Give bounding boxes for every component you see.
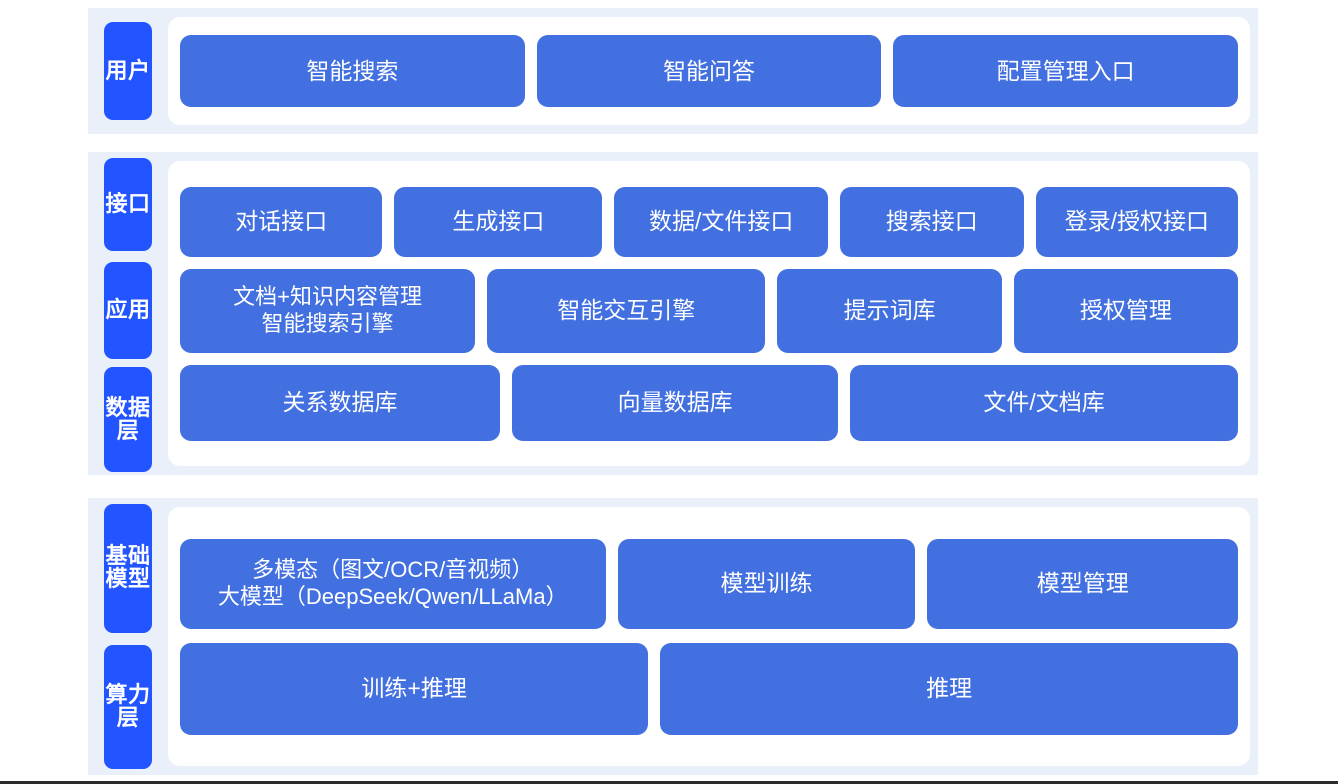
box-search-api[interactable]: 搜索接口 bbox=[839, 186, 1024, 257]
box-doc-knowledge-management[interactable]: 文档+知识内容管理 智能搜索引擎 bbox=[180, 268, 476, 353]
tab-slot-data-layer: 数据层 bbox=[88, 364, 168, 475]
slide-bottom-edge bbox=[0, 781, 1338, 784]
box-vector-database[interactable]: 向量数据库 bbox=[512, 364, 839, 441]
row-interface: 对话接口 生成接口 数据/文件接口 搜索接口 登录/授权接口 bbox=[180, 186, 1238, 257]
content-card-base: 多模态（图文/OCR/音视频） 大模型（DeepSeek/Qwen/LLaMa）… bbox=[168, 507, 1250, 766]
row-foundation-model: 多模态（图文/OCR/音视频） 大模型（DeepSeek/Qwen/LLaMa）… bbox=[180, 538, 1239, 629]
layer-tab-user[interactable]: 用户 bbox=[104, 22, 152, 120]
panel-user: 用户 智能搜索 智能问答 配置管理入口 bbox=[88, 8, 1258, 134]
panel-base: 基础模型 算力层 多模态（图文/OCR/音视频） 大模型（DeepSeek/Qw… bbox=[88, 498, 1258, 775]
panel-middle: 接口 应用 数据层 对话接口 生成接口 数据/文件接口 搜索接口 登录/授权接口… bbox=[88, 152, 1258, 475]
box-dialog-api[interactable]: 对话接口 bbox=[180, 186, 383, 257]
row-user: 智能搜索 智能问答 配置管理入口 bbox=[176, 35, 1242, 107]
box-model-training[interactable]: 模型训练 bbox=[617, 538, 916, 629]
content-card-middle: 对话接口 生成接口 数据/文件接口 搜索接口 登录/授权接口 文档+知识内容管理… bbox=[168, 161, 1250, 466]
row-application: 文档+知识内容管理 智能搜索引擎 智能交互引擎 提示词库 授权管理 bbox=[180, 268, 1238, 353]
box-file-document-store[interactable]: 文件/文档库 bbox=[850, 364, 1239, 441]
tab-column-middle: 接口 应用 数据层 bbox=[88, 152, 168, 475]
tab-column-base: 基础模型 算力层 bbox=[88, 498, 168, 775]
tab-column-user: 用户 bbox=[88, 8, 168, 134]
box-model-management[interactable]: 模型管理 bbox=[927, 538, 1239, 629]
box-login-auth-api[interactable]: 登录/授权接口 bbox=[1035, 186, 1238, 257]
box-smart-interaction-engine[interactable]: 智能交互引擎 bbox=[487, 268, 766, 353]
box-smart-qa[interactable]: 智能问答 bbox=[536, 35, 882, 107]
layer-tab-data[interactable]: 数据层 bbox=[104, 367, 152, 472]
row-data-layer: 关系数据库 向量数据库 文件/文档库 bbox=[180, 364, 1239, 441]
box-multimodal-large-model[interactable]: 多模态（图文/OCR/音视频） 大模型（DeepSeek/Qwen/LLaMa） bbox=[180, 538, 606, 629]
box-training-inference[interactable]: 训练+推理 bbox=[180, 642, 649, 735]
tab-slot-user: 用户 bbox=[88, 8, 168, 134]
box-config-management-entry[interactable]: 配置管理入口 bbox=[893, 35, 1239, 107]
box-inference[interactable]: 推理 bbox=[660, 642, 1238, 735]
layer-tab-application[interactable]: 应用 bbox=[104, 261, 152, 359]
content-card-user: 智能搜索 智能问答 配置管理入口 bbox=[168, 17, 1250, 125]
layer-tab-interface[interactable]: 接口 bbox=[104, 157, 152, 251]
layer-tab-compute[interactable]: 算力层 bbox=[104, 644, 152, 769]
box-authorization-management[interactable]: 授权管理 bbox=[1013, 268, 1238, 353]
row-compute-layer: 训练+推理 推理 bbox=[180, 642, 1238, 735]
box-data-file-api[interactable]: 数据/文件接口 bbox=[614, 186, 828, 257]
box-generation-api[interactable]: 生成接口 bbox=[394, 186, 603, 257]
box-relational-database[interactable]: 关系数据库 bbox=[180, 364, 501, 441]
tab-slot-application: 应用 bbox=[88, 256, 168, 364]
tab-slot-compute-layer: 算力层 bbox=[88, 638, 168, 775]
row-stack-middle: 对话接口 生成接口 数据/文件接口 搜索接口 登录/授权接口 文档+知识内容管理… bbox=[176, 183, 1242, 445]
tab-slot-foundation-model: 基础模型 bbox=[88, 498, 168, 638]
box-prompt-library[interactable]: 提示词库 bbox=[777, 268, 1002, 353]
layer-tab-foundation-model[interactable]: 基础模型 bbox=[104, 503, 152, 633]
box-smart-search[interactable]: 智能搜索 bbox=[180, 35, 525, 107]
tab-slot-interface: 接口 bbox=[88, 152, 168, 256]
row-stack-base: 多模态（图文/OCR/音视频） 大模型（DeepSeek/Qwen/LLaMa）… bbox=[176, 535, 1242, 739]
